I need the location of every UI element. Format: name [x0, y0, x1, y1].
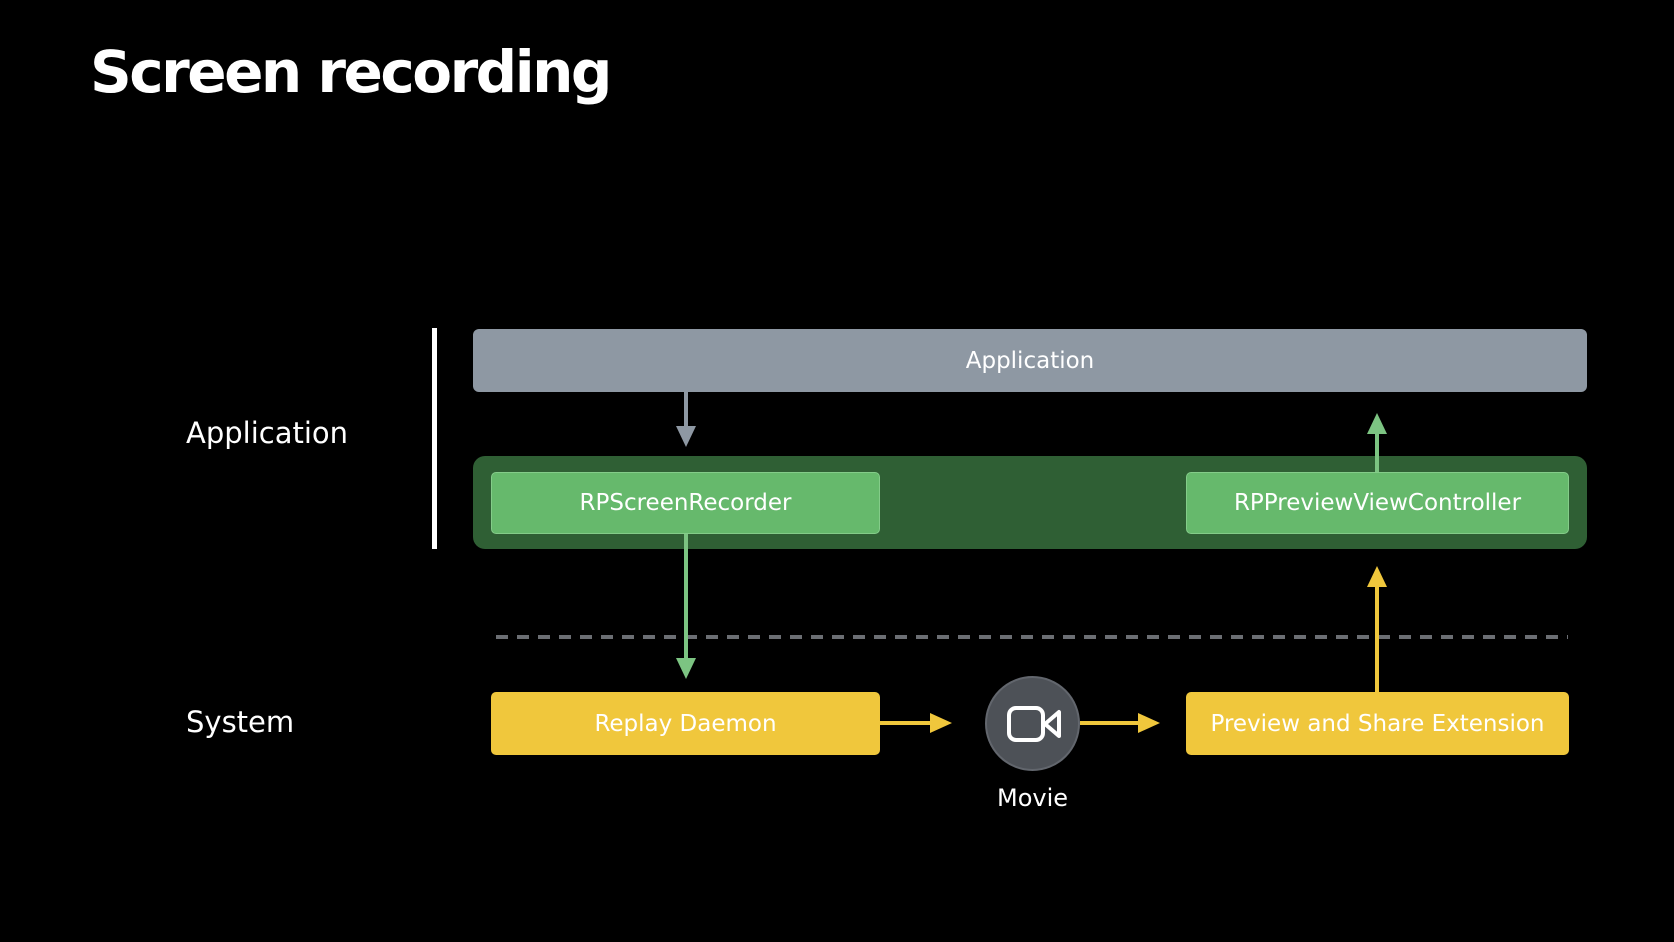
video-camera-icon [1007, 706, 1061, 742]
arrow-rppreviewviewcontroller-to-application [1367, 413, 1387, 472]
rpscreenrecorder-box: RPScreenRecorder [491, 472, 880, 534]
application-layer-bracket [432, 328, 437, 549]
application-layer-label: Application [186, 416, 349, 450]
preview-share-extension-box: Preview and Share Extension [1186, 692, 1569, 755]
slide-title: Screen recording [90, 38, 612, 106]
rpscreenrecorder-label: RPScreenRecorder [579, 490, 792, 516]
replay-daemon-label: Replay Daemon [594, 710, 777, 737]
application-box: Application [473, 329, 1587, 392]
rppreviewviewcontroller-label: RPPreviewViewController [1233, 490, 1522, 516]
system-layer-label: System [186, 705, 295, 739]
arrow-replay-daemon-to-movie [880, 713, 952, 733]
arrow-movie-to-preview-extension [1080, 713, 1160, 733]
arrow-preview-extension-to-rppreviewviewcontroller [1367, 566, 1387, 692]
arrow-rpscreenrecorder-to-replay-daemon [676, 534, 696, 679]
preview-share-extension-label: Preview and Share Extension [1210, 710, 1545, 737]
movie-label: Movie [996, 784, 1069, 812]
application-box-label: Application [965, 347, 1095, 374]
rppreviewviewcontroller-box: RPPreviewViewController [1186, 472, 1569, 534]
replay-daemon-box: Replay Daemon [491, 692, 880, 755]
movie-node [985, 676, 1080, 771]
arrow-application-to-rpscreenrecorder [676, 392, 696, 447]
